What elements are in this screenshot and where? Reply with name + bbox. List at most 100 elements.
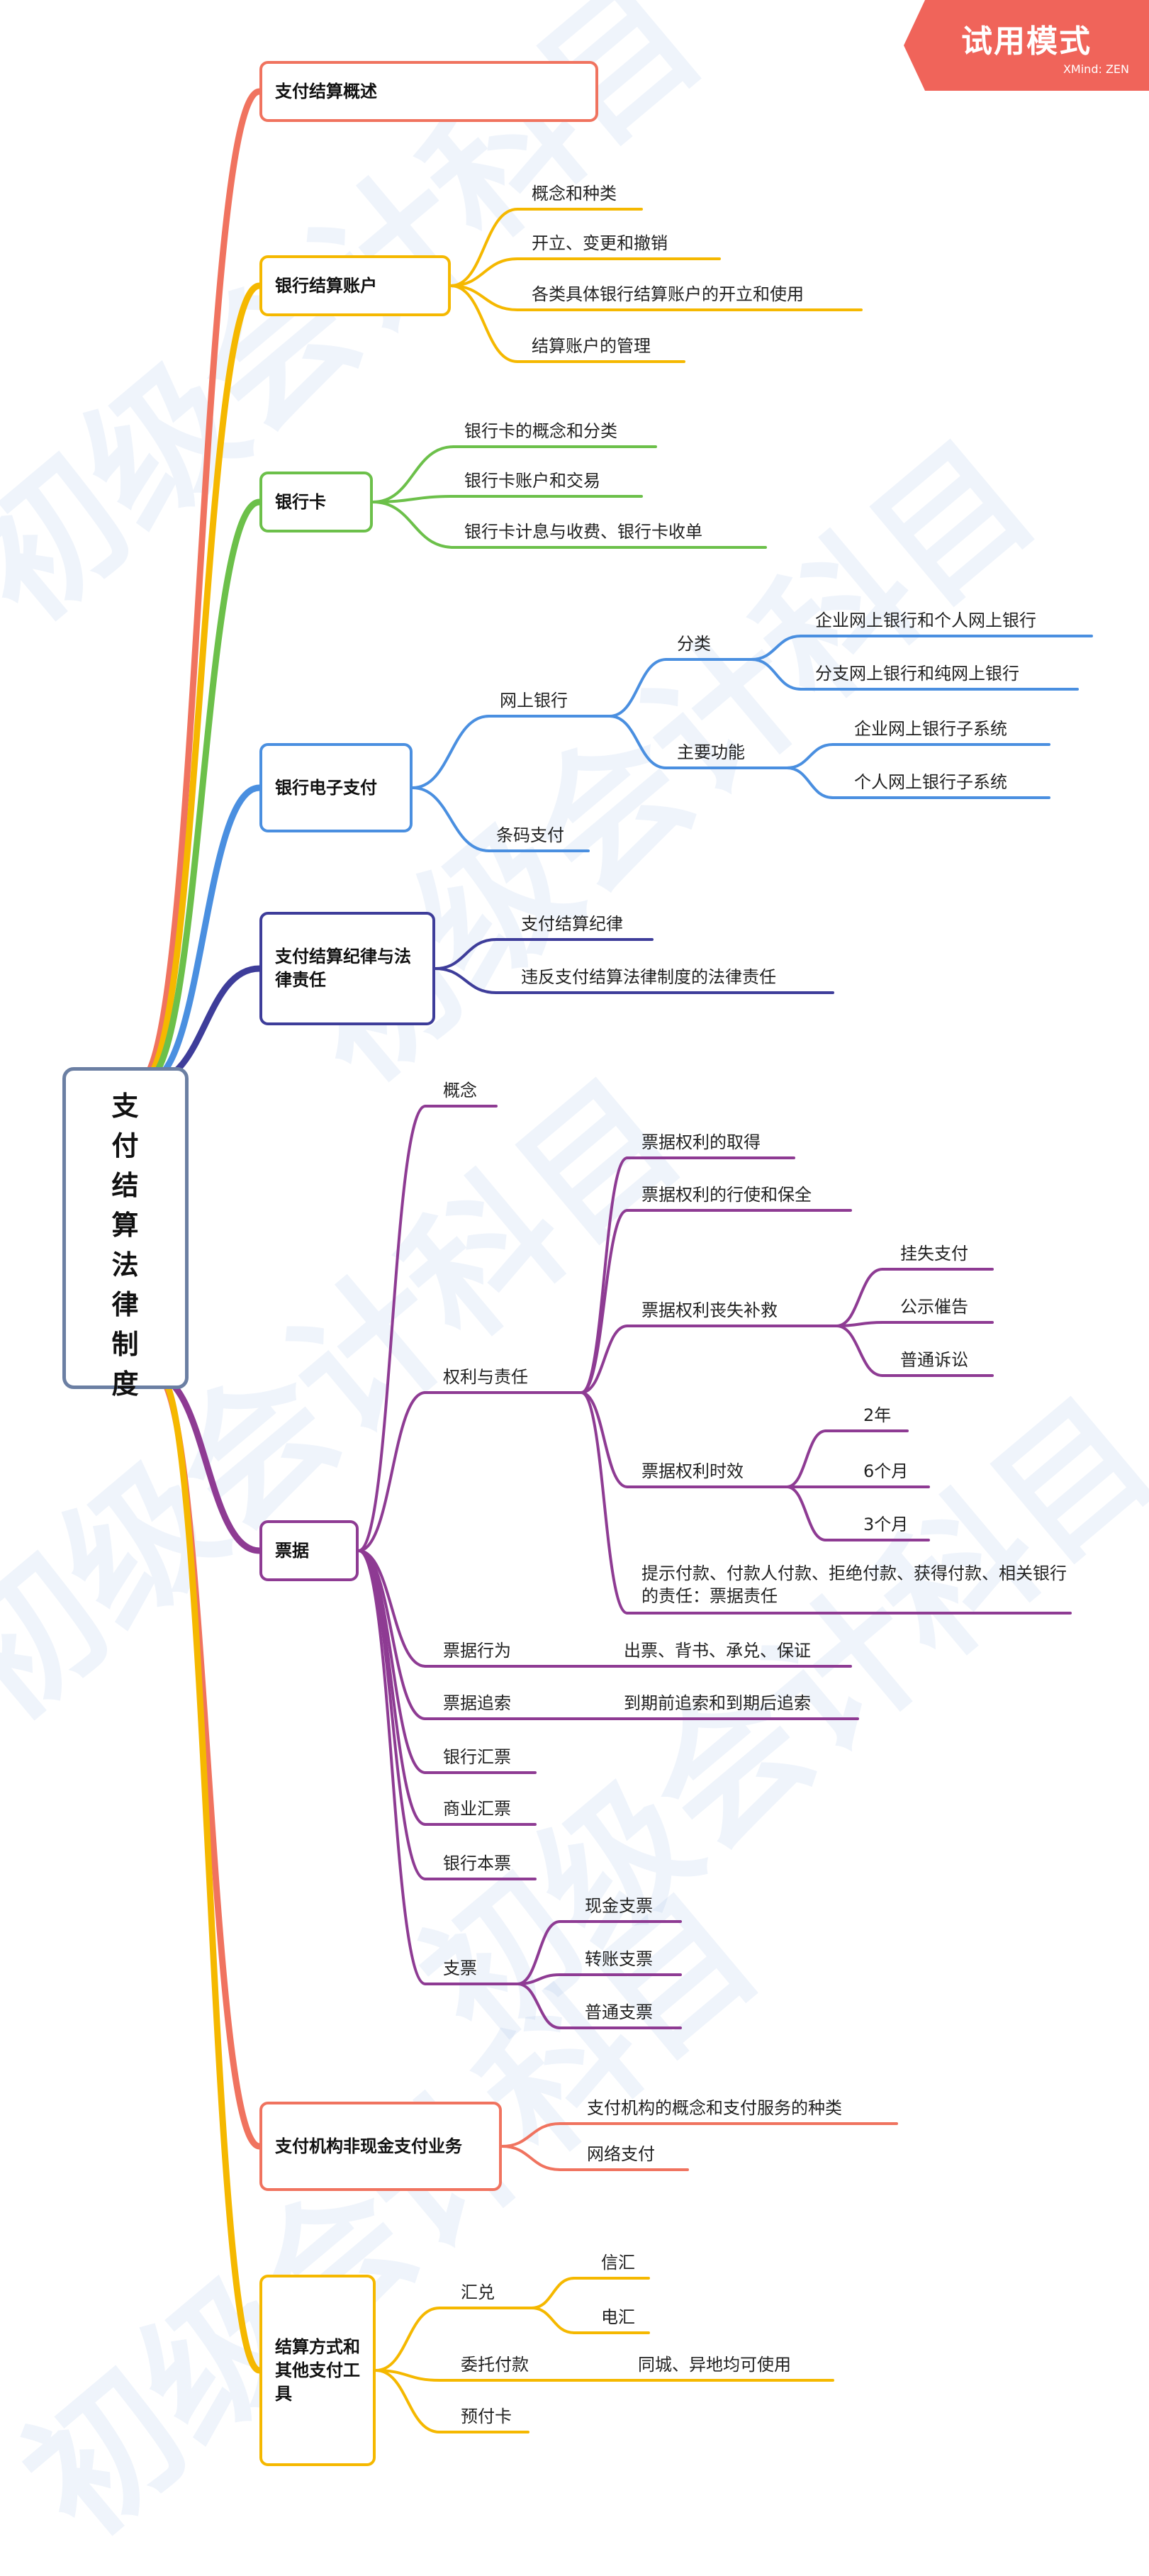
subtopic-label[interactable]: 公示催告 xyxy=(900,1297,968,1317)
subtopic-label[interactable]: 结算账户的管理 xyxy=(532,336,651,356)
subtopic-label[interactable]: 票据权利的取得 xyxy=(641,1132,761,1152)
subtopic-label[interactable]: 支付结算纪律 xyxy=(521,914,623,934)
subtopic-label[interactable]: 现金支票 xyxy=(585,1896,653,1916)
branch-topic-label: 支付机构非现金支付业务 xyxy=(275,2136,462,2156)
branch-topic-b8[interactable]: 结算方式和其他支付工具 xyxy=(259,2275,376,2466)
subtopic-connector xyxy=(835,1325,884,1377)
subtopic-label[interactable]: 提示付款、付款人付款、拒绝付款、获得付款、相关银行的责任：票据责任 xyxy=(641,1563,1067,1606)
subtopic-label[interactable]: 违反支付结算法律制度的法律责任 xyxy=(521,967,776,987)
trial-mode-badge: 试用模式 XMind: ZEN xyxy=(904,0,1149,91)
subtopic-label[interactable]: 银行本票 xyxy=(443,1853,511,1873)
root-topic[interactable]: 支付结算法律制度 xyxy=(62,1067,189,1400)
subtopic-label[interactable]: 2年 xyxy=(863,1405,892,1425)
subtopic-label[interactable]: 企业网上银行子系统 xyxy=(854,719,1007,739)
subtopic-label[interactable]: 商业汇票 xyxy=(443,1799,511,1819)
subtopic-label[interactable]: 信汇 xyxy=(601,2253,635,2273)
subtopic-label[interactable]: 委托付款 xyxy=(461,2355,529,2375)
subtopic-connector xyxy=(580,1391,629,1615)
subtopic-label[interactable]: 网络支付 xyxy=(587,2144,655,2164)
subtopic-connector xyxy=(580,1209,629,1394)
subtopic-note[interactable]: 同城、异地均可使用 xyxy=(638,2355,791,2375)
subtopic-label[interactable]: 银行汇票 xyxy=(443,1747,511,1767)
subtopic-connector xyxy=(371,501,455,549)
branch-topic-b3[interactable]: 银行卡 xyxy=(259,472,373,533)
subtopic-label[interactable]: 支票 xyxy=(443,1958,477,1978)
subtopic-label[interactable]: 普通诉讼 xyxy=(900,1350,968,1370)
subtopic-label[interactable]: 挂失支付 xyxy=(900,1244,968,1264)
subtopic-connector xyxy=(608,715,668,769)
subtopic-label[interactable]: 票据权利时效 xyxy=(641,1461,744,1481)
subtopic-connector xyxy=(449,257,519,287)
subtopic-label[interactable]: 转账支票 xyxy=(585,1949,653,1969)
subtopic-connector xyxy=(785,1485,827,1541)
subtopic-connector xyxy=(371,445,455,503)
subtopic-connector xyxy=(411,715,491,789)
subtopic-label[interactable]: 概念 xyxy=(443,1081,477,1100)
subtopic-connector xyxy=(449,284,519,311)
subtopic-label[interactable]: 票据权利的行使和保全 xyxy=(641,1185,812,1205)
subtopic-label[interactable]: 预付卡 xyxy=(461,2407,512,2426)
subtopic-label[interactable]: 权利与责任 xyxy=(443,1367,528,1387)
subtopic-label[interactable]: 6个月 xyxy=(863,1461,909,1481)
subtopic-label[interactable]: 个人网上银行子系统 xyxy=(854,772,1007,792)
subtopic-connector xyxy=(374,2369,441,2433)
subtopic-label[interactable]: 各类具体银行结算账户的开立和使用 xyxy=(532,284,804,304)
branch-topic-b6[interactable]: 票据 xyxy=(259,1520,359,1581)
branch-topic-label: 支付结算纪律与法律责任 xyxy=(275,947,411,990)
subtopic-label[interactable]: 开立、变更和撤销 xyxy=(532,233,668,253)
branch-topic-label: 结算方式和其他支付工具 xyxy=(275,2336,360,2404)
subtopic-connector xyxy=(357,1105,427,1552)
subtopic-label[interactable]: 概念和种类 xyxy=(532,184,617,203)
subtopic-connector xyxy=(434,967,498,994)
subtopic-connector xyxy=(608,658,668,718)
branch-topic-b4[interactable]: 银行电子支付 xyxy=(259,743,413,832)
subtopic-label[interactable]: 电汇 xyxy=(601,2307,635,2327)
subtopic-label[interactable]: 3个月 xyxy=(863,1515,909,1534)
branch-connector xyxy=(141,498,263,1085)
branch-topic-b7[interactable]: 支付机构非现金支付业务 xyxy=(259,2102,502,2191)
trial-mode-brand: XMind: ZEN xyxy=(1063,62,1129,76)
subtopic-label[interactable]: 主要功能 xyxy=(677,742,745,762)
subtopic-connector xyxy=(785,766,834,799)
subtopic-connector xyxy=(371,495,455,503)
subtopic-label[interactable]: 票据行为 xyxy=(443,1641,511,1661)
subtopic-connector xyxy=(411,786,491,852)
branch-topic-b5[interactable]: 支付结算纪律与法律责任 xyxy=(259,912,435,1025)
subtopic-connector xyxy=(530,2277,576,2309)
trial-mode-title: 试用模式 xyxy=(961,23,1092,60)
subtopic-connector xyxy=(580,1325,629,1394)
subtopic-label[interactable]: 银行卡计息与收费、银行卡收单 xyxy=(464,522,702,542)
subtopic-label[interactable]: 票据追索 xyxy=(443,1693,511,1713)
subtopic-connector xyxy=(357,1391,427,1552)
subtopic-label[interactable]: 网上银行 xyxy=(500,691,568,710)
branch-connector xyxy=(135,88,263,1085)
branch-topic-b1[interactable]: 支付结算概述 xyxy=(259,61,598,122)
subtopic-label[interactable]: 票据权利丧失补救 xyxy=(641,1300,778,1320)
subtopic-connector xyxy=(500,2145,561,2171)
subtopic-connector xyxy=(516,1920,561,1985)
subtopic-connector xyxy=(785,743,834,769)
branch-topic-label: 银行电子支付 xyxy=(275,777,377,798)
subtopic-label[interactable]: 企业网上银行和个人网上银行 xyxy=(815,610,1036,630)
subtopic-connector xyxy=(580,1391,629,1488)
subtopic-label[interactable]: 条码支付 xyxy=(496,825,564,845)
subtopic-note[interactable]: 到期前追索和到期后追索 xyxy=(624,1693,811,1713)
branch-topic-b2[interactable]: 银行结算账户 xyxy=(259,255,451,316)
subtopic-label[interactable]: 支付机构的概念和支付服务的种类 xyxy=(587,2098,842,2118)
subtopic-note[interactable]: 出票、背书、承兑、保证 xyxy=(624,1641,811,1661)
branch-topic-label: 银行结算账户 xyxy=(275,275,377,296)
subtopic-connector xyxy=(835,1268,884,1327)
subtopic-label[interactable]: 普通支票 xyxy=(585,2002,653,2022)
branch-connector xyxy=(138,282,263,1085)
subtopic-label[interactable]: 银行卡的概念和分类 xyxy=(464,421,617,441)
subtopic-label[interactable]: 银行卡账户和交易 xyxy=(464,471,600,491)
subtopic-connector xyxy=(449,208,519,287)
subtopic-connector xyxy=(785,1429,827,1488)
subtopic-label[interactable]: 分支网上银行和纯网上银行 xyxy=(815,664,1019,684)
subtopic-label[interactable]: 分类 xyxy=(677,634,711,654)
subtopic-connector xyxy=(516,1983,561,2029)
branch-connector xyxy=(155,1371,263,2374)
branch-topic-label: 银行卡 xyxy=(275,491,326,512)
branch-connector xyxy=(152,1371,263,2150)
subtopic-label[interactable]: 汇兑 xyxy=(461,2282,495,2302)
